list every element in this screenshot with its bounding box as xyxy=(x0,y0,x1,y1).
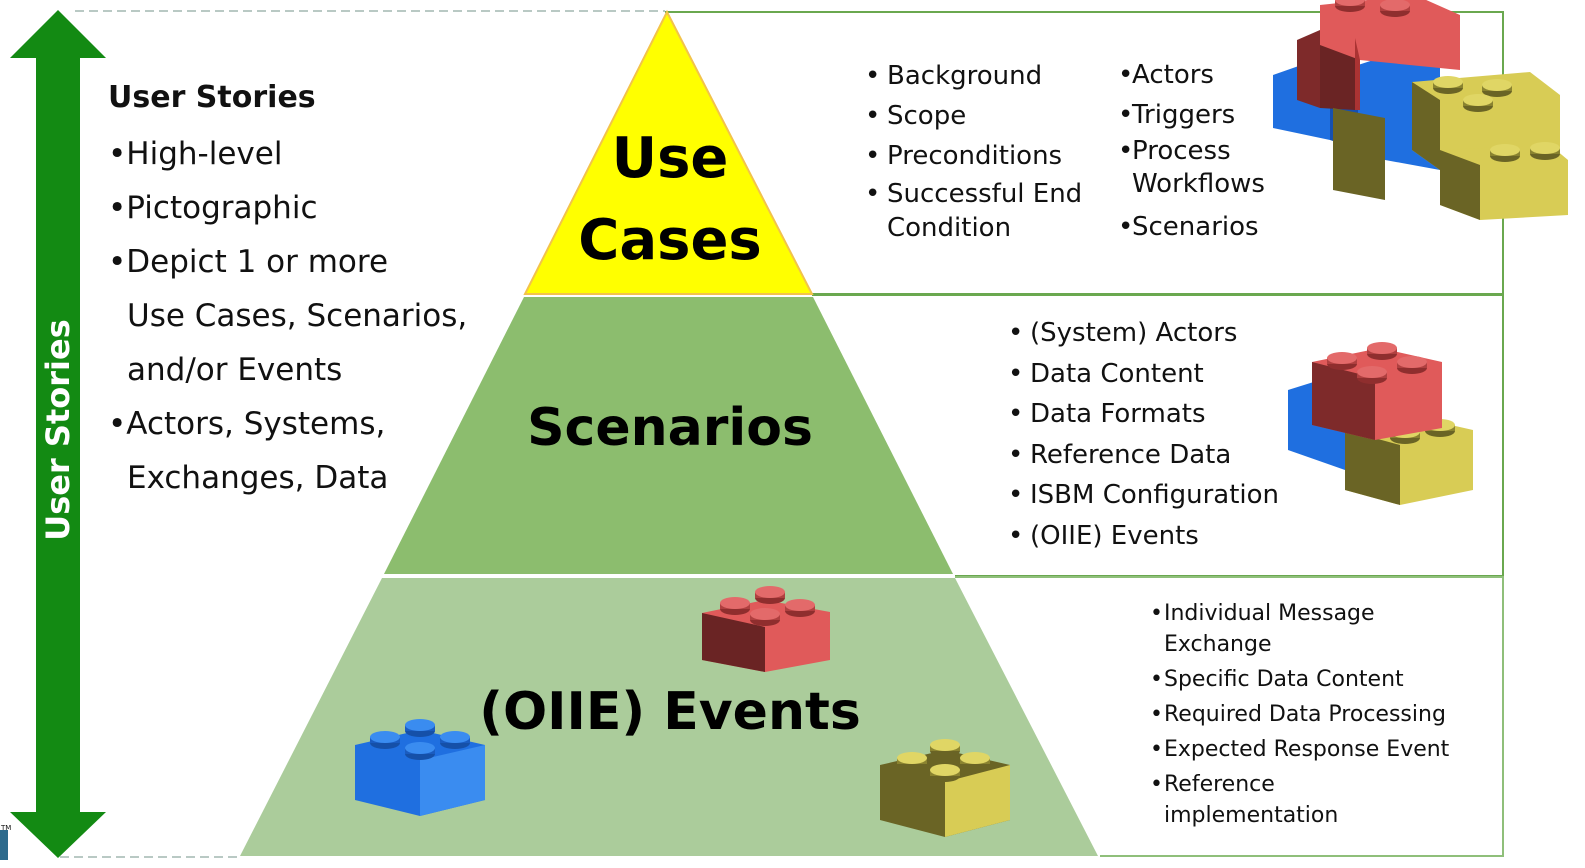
use-cases-label: Use Cases xyxy=(578,126,762,273)
lego-brick-blue-icon xyxy=(355,719,485,816)
list-item: (System) Actors xyxy=(1008,313,1279,354)
list-item-continuation: Workflows xyxy=(1132,169,1265,199)
use-cases-details-col1: Background Scope Preconditions Successfu… xyxy=(865,56,1082,244)
list-item-continuation: and/or Events xyxy=(127,352,343,388)
list-item: Data Content xyxy=(1008,354,1279,395)
scenarios-label: Scenarios xyxy=(527,398,813,458)
pyramid-tier-use-cases xyxy=(523,9,814,295)
list-item-continuation: Exchanges, Data xyxy=(127,460,389,496)
list-item: •Depict 1 or more xyxy=(108,244,389,280)
list-item-continuation: Use Cases, Scenarios, xyxy=(127,298,468,334)
list-item: Actors xyxy=(1118,55,1265,95)
list-item: Process xyxy=(1118,135,1265,167)
lego-stack-medium-icon xyxy=(1288,342,1473,505)
list-item: ISBM Configuration xyxy=(1008,475,1279,516)
lego-stack-large-icon xyxy=(1273,0,1568,220)
pyramid-tier-scenarios xyxy=(384,297,953,574)
list-item: Reference Data xyxy=(1008,435,1279,476)
left-panel-list: •High-level •Pictographic •Depict 1 or m… xyxy=(108,127,467,505)
list-item: Scenarios xyxy=(1118,207,1265,247)
lego-brick-yellow-icon xyxy=(880,739,1010,837)
left-panel-heading: User Stories xyxy=(108,80,316,115)
list-item: Scope xyxy=(865,96,1082,136)
list-item: Triggers xyxy=(1118,95,1265,135)
list-item: •Actors, Systems, xyxy=(108,406,386,442)
list-item: Specific Data Content xyxy=(1150,664,1449,695)
list-item: Data Formats xyxy=(1008,394,1279,435)
list-item: Background xyxy=(865,56,1082,96)
list-item: Expected Response Event xyxy=(1150,734,1449,765)
list-item: (OIIE) Events xyxy=(1008,516,1279,557)
list-item: •High-level xyxy=(108,136,283,172)
list-item: Required Data Processing xyxy=(1150,699,1449,730)
list-item: Successful End xyxy=(865,176,1082,212)
list-item-continuation: Exchange xyxy=(1164,632,1272,657)
lego-brick-red-icon xyxy=(702,586,830,672)
list-item-continuation: Condition xyxy=(887,213,1012,243)
list-item: •Pictographic xyxy=(108,190,318,226)
list-item: Reference xyxy=(1150,769,1449,800)
list-item: Preconditions xyxy=(865,136,1082,176)
logo-fragment xyxy=(0,830,8,860)
events-detail-box xyxy=(955,576,1504,857)
vertical-double-arrow xyxy=(10,10,106,858)
scenarios-details: (System) Actors Data Content Data Format… xyxy=(1008,313,1279,556)
trademark-mark: TM xyxy=(1,824,12,832)
events-label: (OIIE) Events xyxy=(479,682,861,742)
arrow-label: User Stories xyxy=(39,319,77,541)
list-item-continuation: implementation xyxy=(1164,803,1339,828)
list-item: Individual Message xyxy=(1150,598,1449,629)
events-details: Individual Message Exchange Specific Dat… xyxy=(1150,598,1449,831)
use-cases-details-col2: Actors Triggers Process Workflows Scenar… xyxy=(1118,55,1265,247)
